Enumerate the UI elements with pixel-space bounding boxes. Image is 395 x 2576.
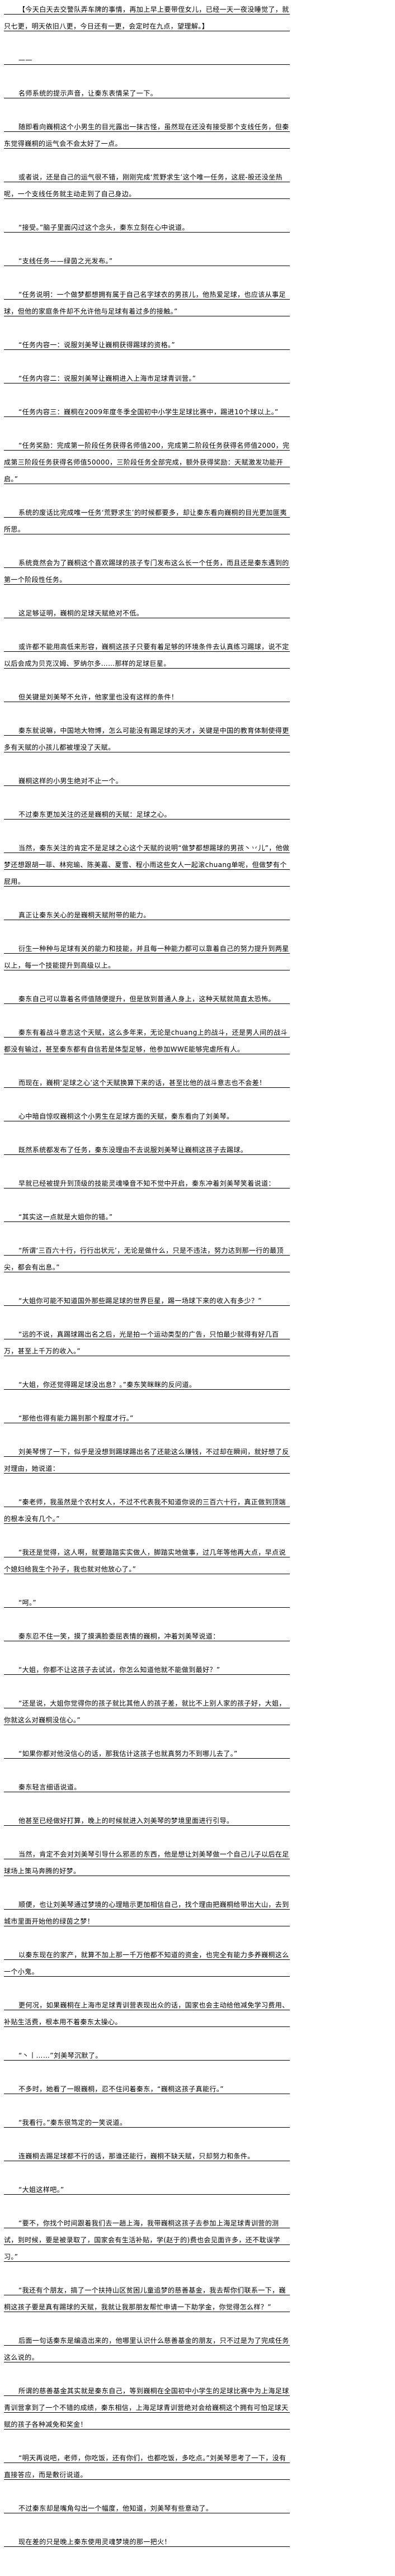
paragraph: 名师系统的提示声音，让秦东表情呆了一下。	[4, 85, 290, 102]
paragraph: “我看行。”秦东很笃定的一笑说道。	[4, 2114, 290, 2131]
paragraph: 他甚至已经做好打算，晚上的时候就进入刘美琴的梦境里面进行引导。	[4, 1812, 290, 1829]
paragraph: 或者说，还是自己的运气很不错，刚刚完成‘荒野求生’这个唯一任务，这屁-股还没坐热…	[4, 169, 290, 202]
paragraph: “大姐，你都不让这孩子去试试，你怎么知道他就不能做到最好？”	[4, 1661, 290, 1678]
paragraph: “接受。”脑子里面闪过这个念头，秦东立刻在心中说道。	[4, 219, 290, 236]
paragraph: 不多时，她看了一眼巍桐，忍不住问着秦东，“巍桐这孩子真能行。”	[4, 2081, 290, 2097]
paragraph: 以秦东现在的家产，就算不加上那一千万他都不知道的资金，也完全有能力多养巍桐这么一…	[4, 1947, 290, 1980]
paragraph: 连巍桐去踢足球都不行的话，那谁还能行，巍桐不缺天赋，只却努力和条件。	[4, 2148, 290, 2165]
paragraph: 当然，秦东关注的肯定不是足球之心这个天赋的说明“做梦都想踢球的男孩丶丷儿”，他做…	[4, 840, 290, 890]
paragraph: “任务奖励：完成第一阶段任务获得名师值200，完成第二阶段任务获得名师值2000…	[4, 437, 290, 487]
paragraph: “大姐，你还觉得踢足球没出息？。”秦东笑眯眯的反问道。	[4, 1376, 290, 1393]
paragraph: “任务内容二：说服刘美琴让巍桐进入上海市足球青训营。”	[4, 370, 290, 387]
paragraph: 更何况，如果巍桐在上海市足球青训营表现出众的话，国家也会主动给他减免学习费用、补…	[4, 1997, 290, 2030]
paragraph: “我还有个朋友，搞了一个扶持山区贫困儿童追梦的慈善基金，我去帮你们联系一下，巍桐…	[4, 2282, 290, 2315]
paragraph: 现在差的只是晚上秦东使用灵魂梦境的那一把火！	[4, 2534, 290, 2550]
paragraph: 而现在，巍桐‘足球之心’这个天赋换算下来的话，甚至比他的战斗意志也不会差！	[4, 1074, 290, 1091]
paragraph: ——	[4, 51, 290, 68]
paragraph: “如果你都对他没信心的话，那我估计这孩子也就真努力不到哪儿去了。”	[4, 1745, 290, 1762]
paragraph: 秦东就说嘛，中国地大物博，怎么可能没有踢足球的天才，关键是中国的教育体制使得更多…	[4, 722, 290, 756]
paragraph: 既然系统都发布了任务，秦东没理由不去说服刘美琴让巍桐这孩子去踢球。	[4, 1142, 290, 1158]
paragraph: “那他也得有能力踢到那个程度才行。”	[4, 1410, 290, 1427]
paragraph: 随即看向巍桐这个小男生的目光露出一抹古怪，虽然现在还没有接受那个支线任务，但秦东…	[4, 119, 290, 152]
paragraph: “支线任务——绿茵之光发布。”	[4, 253, 290, 269]
paragraph: 或许都不能用高低来形容，巍桐这孩子只要有着足够的环境条件去认真练习踢球，说不定以…	[4, 638, 290, 672]
paragraph: 秦东有着战斗意志这个天赋，这么多年来，无论是chuang上的战斗，还是男人间的战…	[4, 1024, 290, 1058]
paragraph: “远的不说，真踢球踢出名之后，光是拍一个运动类型的广告，只怕最少就得有好几百万，…	[4, 1326, 290, 1360]
chapter-text: 【今天白天去交警队弄车牌的事情，再加上早上要带侄女儿，已经一天一夜没睡觉了，就只…	[4, 1, 290, 2550]
paragraph: 后面一句话秦东是编造出来的，他哪里认识什么慈善基金的朋友，只不过是为了完成任务这…	[4, 2332, 290, 2366]
paragraph: 不过秦东却是嘴角勾出一个幅度，他知道，刘美琴有些意动了。	[4, 2500, 290, 2517]
paragraph: 不过秦东更加关注的还是巍桐的天赋：足球之心。	[4, 806, 290, 823]
paragraph: 所谓的慈善基金其实就是秦东自己，等到巍桐在全国初中小学生的足球比赛中为上海足球青…	[4, 2383, 290, 2433]
paragraph: “所谓‘三百六十行，行行出状元’，无论是做什么，只是不违法，努力达到那一行的最顶…	[4, 1242, 290, 1276]
paragraph: “秦老师，我虽然是个农村女人，不过不代表我不知道你说的三百六十行，真正做到顶端的…	[4, 1494, 290, 1527]
paragraph: 衍生一种种与足球有关的能力和技能，并且每一种能力都可以靠着自己的努力提升到两星以…	[4, 940, 290, 974]
paragraph: 顺便，也让刘美琴通过梦境的心理暗示更加相信自己，找个理由把巍桐给带出大山，去到城…	[4, 1896, 290, 1930]
paragraph: 系统的废话比完成唯一任务‘荒野求生’的时候都要多，却让秦东看向巍桐的目光更加匪夷…	[4, 504, 290, 538]
paragraph: 但关键是刘美琴不允许，他家里也没有这样的条件！	[4, 689, 290, 705]
paragraph: 这足够证明，巍桐的足球天赋绝对不低。	[4, 605, 290, 622]
paragraph: “还是说，大姐你觉得你的孩子就比其他人的孩子差，就比不上别人家的孩子好，大姐，你…	[4, 1695, 290, 1729]
paragraph: “任务内容三：巍桐在2009年度冬季全国初中小学生足球比赛中，踢进10个球以上。…	[4, 404, 290, 420]
paragraph: 秦东自己可以靠着名师值随便提升，但是放到普通人身上，这种天赋就简直太恐怖。	[4, 991, 290, 1007]
paragraph: 真正让秦东关心的是巍桐天赋附带的能力。	[4, 907, 290, 924]
paragraph: 心中暗自惊叹巍桐这个小男生在足球方面的天赋，秦东看向了刘美琴。	[4, 1108, 290, 1125]
paragraph: “大姐你可能不知道国外那些踢足球的世界巨星，踢一场球下来的收入有多少？”	[4, 1292, 290, 1309]
paragraph: “明天再说吧，老师，你吃饭，还有你们，也都吃饭，多吃点。”刘美琴思考了一下，没有…	[4, 2450, 290, 2483]
paragraph: “丶丨……”刘美琴沉默了。	[4, 2047, 290, 2064]
paragraph: 系统竟然会为了巍桐这个喜欢踢球的孩子专门发布这么长一个任务，而且还是秦东遇到的第…	[4, 555, 290, 588]
paragraph: 刘美琴愣了一下，似乎是没想到踢球踢出名了还能这么赚钱，不过却在瞬间，就好想了反对…	[4, 1443, 290, 1477]
paragraph: “呵。”	[4, 1594, 290, 1611]
paragraph: “任务说明：一个做梦都想拥有属于自己名字球衣的男孩儿，他热爱足球，也应该从事足球…	[4, 286, 290, 320]
paragraph: “其实这一点就是大姐你的错。”	[4, 1209, 290, 1225]
paragraph: “要不，你找个时间跟着我们去一趟上海，我带巍桐这孩子去参加上海足球青训营的测试，…	[4, 2215, 290, 2265]
paragraph: 巍桐这样的小男生绝对不止一个。	[4, 773, 290, 789]
paragraph: “任务内容一：说服刘美琴让巍桐获得踢球的资格。”	[4, 337, 290, 353]
paragraph: 秦东忍不住一笑，摸了摸满脸委屈表情的巍桐，冲着刘美琴说道：	[4, 1628, 290, 1645]
paragraph: “我还是觉得，这人啊，就要踏踏实实做人，脚踏实地做事，过几年等他再大点，早点说个…	[4, 1544, 290, 1578]
paragraph: 当然，肯定不会对刘美琴引导什么邪恶的东西，他是想让刘美琴做一个自己儿子以后在足球…	[4, 1846, 290, 1879]
paragraph: 【今天白天去交警队弄车牌的事情，再加上早上要带侄女儿，已经一天一夜没睡觉了，就只…	[4, 1, 290, 35]
paragraph: “大姐这样吧。”	[4, 2181, 290, 2198]
paragraph: 秦东轻言细语说道。	[4, 1779, 290, 1796]
paragraph: 早就已经被提升到顶级的技能灵魂嗓音不知不觉中开启，秦东冲着刘美琴笑着说道：	[4, 1175, 290, 1192]
